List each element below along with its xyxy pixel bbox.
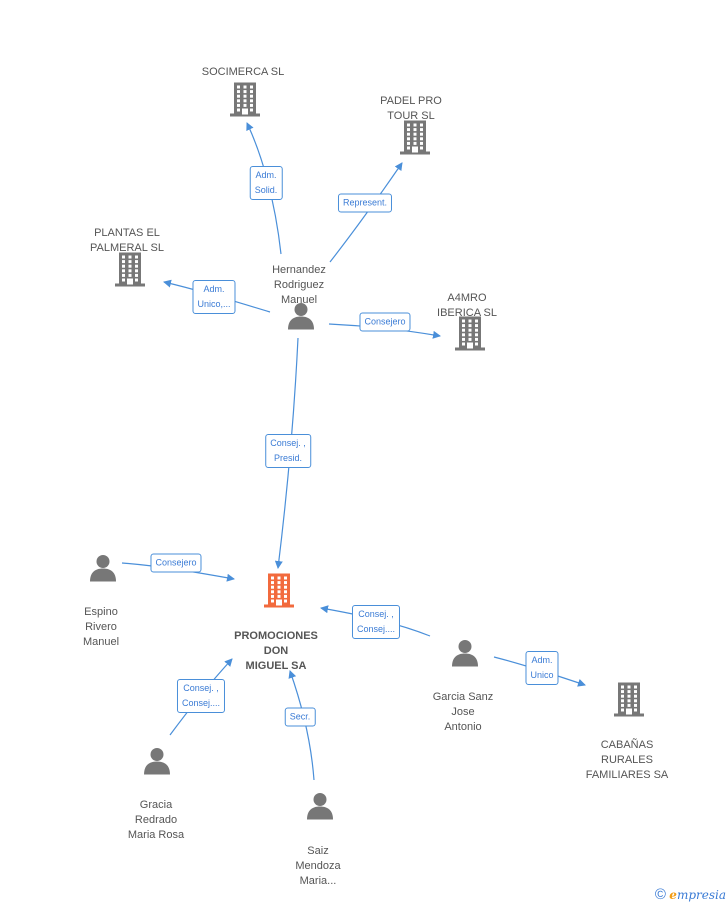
building-icon[interactable] bbox=[230, 82, 260, 122]
node-label-cabanas[interactable]: CABAÑAS RURALES FAMILIARES SA bbox=[585, 739, 669, 781]
node-label-saiz[interactable]: Saiz Mendoza Maria... bbox=[295, 845, 341, 887]
person-icon[interactable] bbox=[306, 792, 334, 825]
edge-label-hernandez-plantas[interactable]: Adm. Unico,... bbox=[192, 280, 236, 314]
edge-label-garcia-sanz-cabanas[interactable]: Adm. Unico bbox=[525, 651, 559, 685]
edge-label-saiz-promociones[interactable]: Secr. bbox=[284, 707, 316, 727]
copyright-icon: © bbox=[654, 886, 666, 903]
edge-label-gracia-promociones[interactable]: Consej. , Consej.... bbox=[176, 679, 226, 713]
edge-label-garcia-sanz-promociones[interactable]: Consej. , Consej.... bbox=[351, 605, 401, 639]
building-icon[interactable] bbox=[400, 120, 430, 160]
copyright-footer: © empresia bbox=[655, 886, 726, 903]
edge-label-hernandez-socimerca[interactable]: Adm. Solid. bbox=[249, 166, 283, 200]
node-label-promociones[interactable]: PROMOCIONES DON MIGUEL SA bbox=[234, 630, 318, 672]
edge-label-hernandez-a4mro[interactable]: Consejero bbox=[359, 312, 411, 332]
edge-label-espino-promociones[interactable]: Consejero bbox=[150, 553, 202, 573]
node-label-espino[interactable]: Espino Rivero Manuel bbox=[82, 606, 120, 648]
node-label-garcia-sanz[interactable]: Garcia Sanz Jose Antonio bbox=[432, 691, 494, 733]
building-icon[interactable] bbox=[115, 252, 145, 292]
person-icon[interactable] bbox=[89, 554, 117, 587]
edge-label-hernandez-promociones[interactable]: Consej. , Presid. bbox=[265, 434, 311, 468]
edge-label-hernandez-padel[interactable]: Represent. bbox=[337, 193, 393, 213]
node-label-gracia[interactable]: Gracia Redrado Maria Rosa bbox=[127, 799, 185, 841]
person-icon[interactable] bbox=[287, 302, 315, 335]
person-icon[interactable] bbox=[143, 747, 171, 780]
edge-hernandez-padel bbox=[329, 162, 403, 263]
node-label-a4mro[interactable]: A4MRO IBERICA SL bbox=[437, 292, 497, 319]
node-label-plantas[interactable]: PLANTAS EL PALMERAL SL bbox=[90, 227, 164, 254]
person-icon[interactable] bbox=[451, 639, 479, 672]
node-label-socimerca[interactable]: SOCIMERCA SL bbox=[201, 66, 285, 78]
building-icon-main[interactable] bbox=[264, 573, 294, 613]
building-icon[interactable] bbox=[455, 316, 485, 356]
node-label-padel[interactable]: PADEL PRO TOUR SL bbox=[380, 95, 442, 122]
node-label-hernandez[interactable]: Hernandez Rodriguez Manuel bbox=[272, 264, 326, 306]
building-icon[interactable] bbox=[614, 682, 644, 722]
brand-logo[interactable]: empresia bbox=[669, 888, 726, 902]
